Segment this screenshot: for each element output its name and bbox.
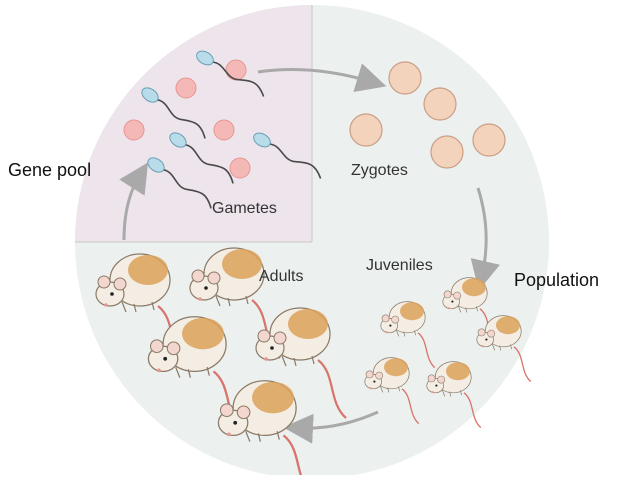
gametes-label: Gametes — [212, 200, 277, 218]
zygotes-label: Zygotes — [351, 162, 408, 180]
zygote-icon — [389, 62, 421, 94]
zygote-icon — [424, 88, 456, 120]
zygote-icon — [431, 136, 463, 168]
zygote-icon — [473, 124, 505, 156]
egg-icon — [214, 120, 234, 140]
egg-icon — [176, 78, 196, 98]
zygote-icon — [350, 114, 382, 146]
egg-icon — [124, 120, 144, 140]
adults-label: Adults — [259, 268, 303, 286]
egg-icon — [226, 60, 246, 80]
gene-pool-label: Gene pool — [8, 160, 91, 181]
population-label: Population — [514, 270, 599, 291]
egg-icon — [230, 158, 250, 178]
juveniles-label: Juveniles — [366, 257, 433, 275]
